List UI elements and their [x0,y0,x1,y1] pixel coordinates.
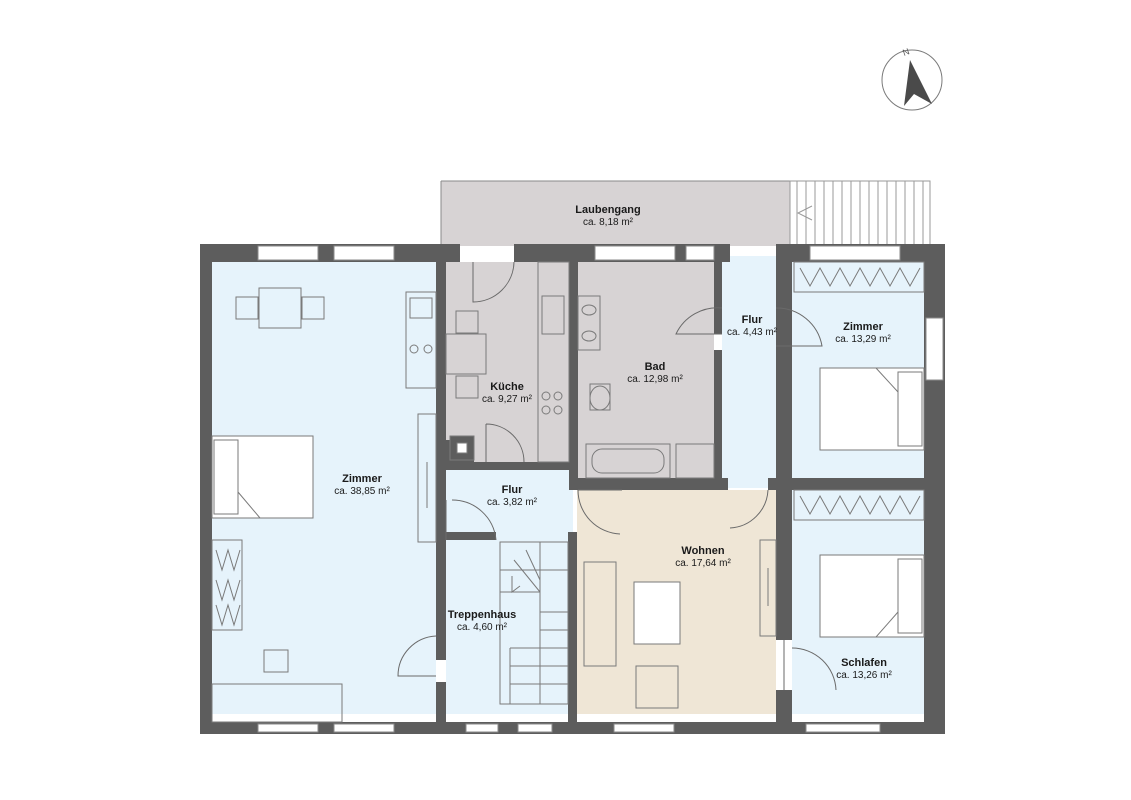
room-name-treppenhaus: Treppenhaus [448,609,516,621]
exterior-stairs [789,180,931,247]
room-area-wohnen: ca. 17,64 m² [675,558,731,569]
desk-chair [263,649,289,673]
room-name-wohnen: Wohnen [681,545,724,557]
living-door-west [577,489,622,535]
room-area-flur-north: ca. 4,43 m² [727,327,778,338]
room-area-flur-mid: ca. 3,82 m² [487,497,538,508]
bed-west [211,435,314,519]
sofa [583,561,617,667]
room-area-laubengang: ca. 8,18 m² [583,217,634,228]
shower [675,443,715,479]
living-door-east [729,489,769,529]
east-room-door [775,307,823,347]
stair-door [397,635,437,677]
flur-north-floor [722,256,776,488]
kitchen-entry-door [472,261,515,303]
flur-door [445,499,497,541]
room-name-flur-north: Flur [742,314,763,326]
compass-label: N [901,46,911,58]
kitchen-table [445,333,487,375]
dining-table [258,287,302,329]
room-area-treppenhaus: ca. 4,60 m² [457,622,508,633]
kitchen-door [485,423,525,463]
room-name-kueche: Küche [490,381,524,393]
room-labels: Laubengang ca. 8,18 m² Zimmer ca. 38,85 … [334,204,892,681]
room-name-zimmer-east: Zimmer [843,321,883,333]
room-name-flur-mid: Flur [502,484,523,496]
furniture [211,261,925,723]
room-name-bad: Bad [645,361,666,373]
flur-mid-floor [446,470,573,532]
armchair [635,665,679,709]
kitchen-counter [537,261,570,463]
room-area-zimmer-west: ca. 38,85 m² [334,486,390,497]
room-area-schlafen: ca. 13,26 m² [836,670,892,681]
schlafen-door [783,640,837,691]
room-name-schlafen: Schlafen [841,657,887,669]
room-name-laubengang: Laubengang [575,204,640,216]
kueche-floor [446,262,569,462]
desk [211,683,343,723]
staircase [499,541,569,705]
coffee-table [633,581,681,645]
doors [397,261,837,691]
bed-east [819,367,925,451]
room-name-zimmer-west: Zimmer [342,473,382,485]
north-arrow-icon: N [881,46,943,111]
room-area-kueche: ca. 9,27 m² [482,394,533,405]
tv-cabinet [759,539,777,637]
bath-door [675,307,723,335]
room-area-zimmer-east: ca. 13,29 m² [835,334,891,345]
bed-schlafen [819,554,925,638]
bad-floor [578,262,714,478]
shelf [211,539,243,631]
room-area-bad: ca. 12,98 m² [627,374,683,385]
bathtub [585,443,671,479]
laubengang-area [440,180,930,246]
washbasin [577,295,601,351]
windows [257,245,944,733]
